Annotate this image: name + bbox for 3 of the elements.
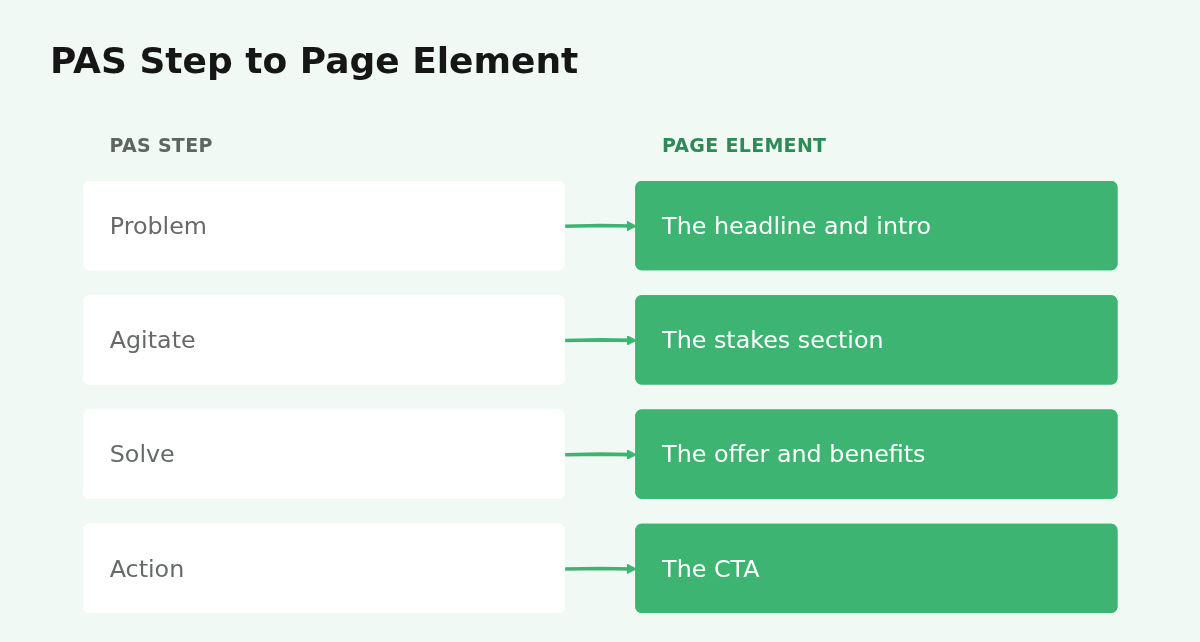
title: PAS Step to Page Element — [50, 40, 579, 81]
column-heading: PAS STEP — [109, 134, 213, 156]
column-heading: PAGE ELEMENT — [661, 134, 827, 156]
